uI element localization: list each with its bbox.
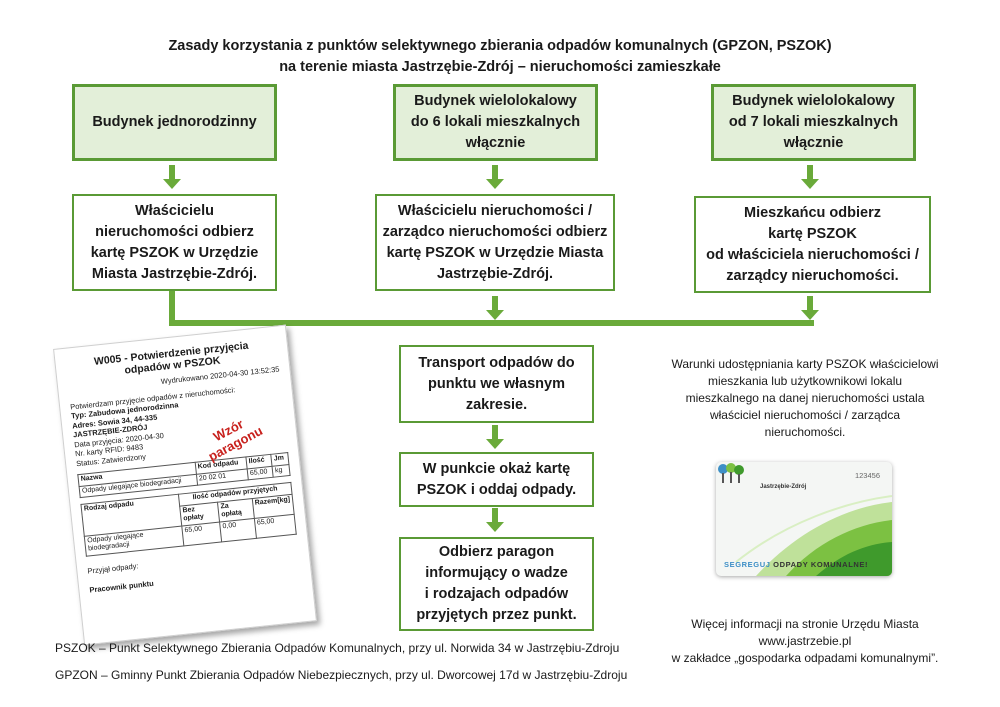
pszok-card-image: 123456 Jastrzębie-Zdrój SEGREGUJ ODPADY … <box>716 462 892 576</box>
note-more-info: Więcej informacji na stronie Urzędu Mias… <box>671 617 939 665</box>
receipt-sample: W005 - Potwierdzenie przyjęcia odpadów w… <box>53 324 317 646</box>
footnote-gpzon: GPZON – Gminny Punkt Zbierania Odpadów N… <box>55 668 628 682</box>
arrow-col3-merge <box>801 296 819 320</box>
arrow-flow1 <box>486 425 504 449</box>
arrow-flow2 <box>486 508 504 532</box>
connector-horizontal <box>169 320 814 326</box>
card-swoosh-graphic <box>735 495 892 576</box>
arrow-col3-down <box>801 165 819 189</box>
page-title-line1: Zasady korzystania z punktów selektywneg… <box>168 38 832 54</box>
note-card-conditions: Warunki udostępniania karty PSZOK właści… <box>671 357 939 439</box>
header-single-family: Budynek jednorodzinny <box>72 84 277 161</box>
card-slogan: SEGREGUJ ODPADY KOMUNALNE! <box>724 560 869 569</box>
footnote-pszok: PSZOK – Punkt Selektywnego Zbierania Odp… <box>55 641 620 655</box>
card-number: 123456 <box>854 471 880 480</box>
arrow-col2-merge <box>486 296 504 320</box>
connector-left <box>169 291 175 325</box>
arrow-col2-down <box>486 165 504 189</box>
card-brand: Jastrzębie-Zdrój <box>760 484 807 490</box>
city-logo-icon <box>718 463 744 483</box>
arrow-col1-down <box>163 165 181 189</box>
step-multi-up-to-6: Właścicielu nieruchomości /zarządco nier… <box>375 194 615 291</box>
page-title-line2: na terenie miasta Jastrzębie-Zdrój – nie… <box>279 59 721 75</box>
